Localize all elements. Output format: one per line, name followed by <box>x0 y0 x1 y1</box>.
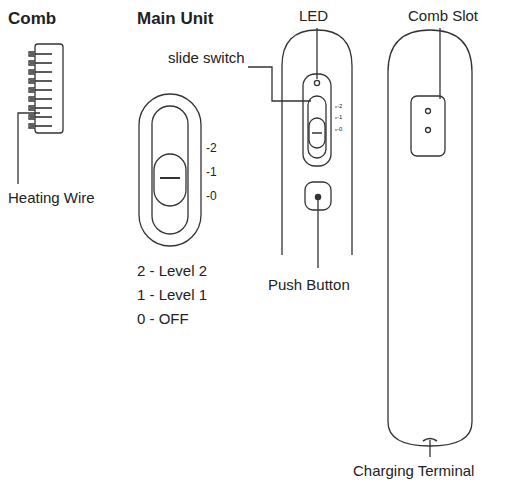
part-label: Charging Terminal <box>353 462 474 479</box>
leader-line <box>439 28 440 99</box>
main-unit-back <box>388 30 472 446</box>
slide-switch-inset <box>139 94 201 246</box>
leader-line <box>316 28 317 79</box>
position-mark: -1 <box>206 166 217 180</box>
leader-line <box>429 440 430 457</box>
comb <box>29 44 63 133</box>
part-title: Main Unit <box>137 9 214 29</box>
part-label: slide switch <box>168 49 248 68</box>
part-label: LED <box>299 7 328 24</box>
part-label: Push Button <box>268 276 350 293</box>
position-mark: -2 <box>206 142 217 156</box>
legend-text: 2 - Level 2 <box>137 262 207 279</box>
legend-text: 0 - OFF <box>137 310 189 327</box>
part-label: Comb Slot <box>408 7 478 24</box>
position-mark: -2 <box>337 103 342 110</box>
legend-text: 1 - Level 1 <box>137 286 207 303</box>
part-title: Comb <box>8 9 56 29</box>
position-mark: -0 <box>337 126 342 133</box>
leader-line <box>18 113 40 184</box>
position-mark: -0 <box>206 190 217 204</box>
part-label: Heating Wire <box>8 189 95 206</box>
position-mark: -1 <box>337 114 342 121</box>
leader-line <box>248 67 311 101</box>
leader-line <box>317 200 318 268</box>
